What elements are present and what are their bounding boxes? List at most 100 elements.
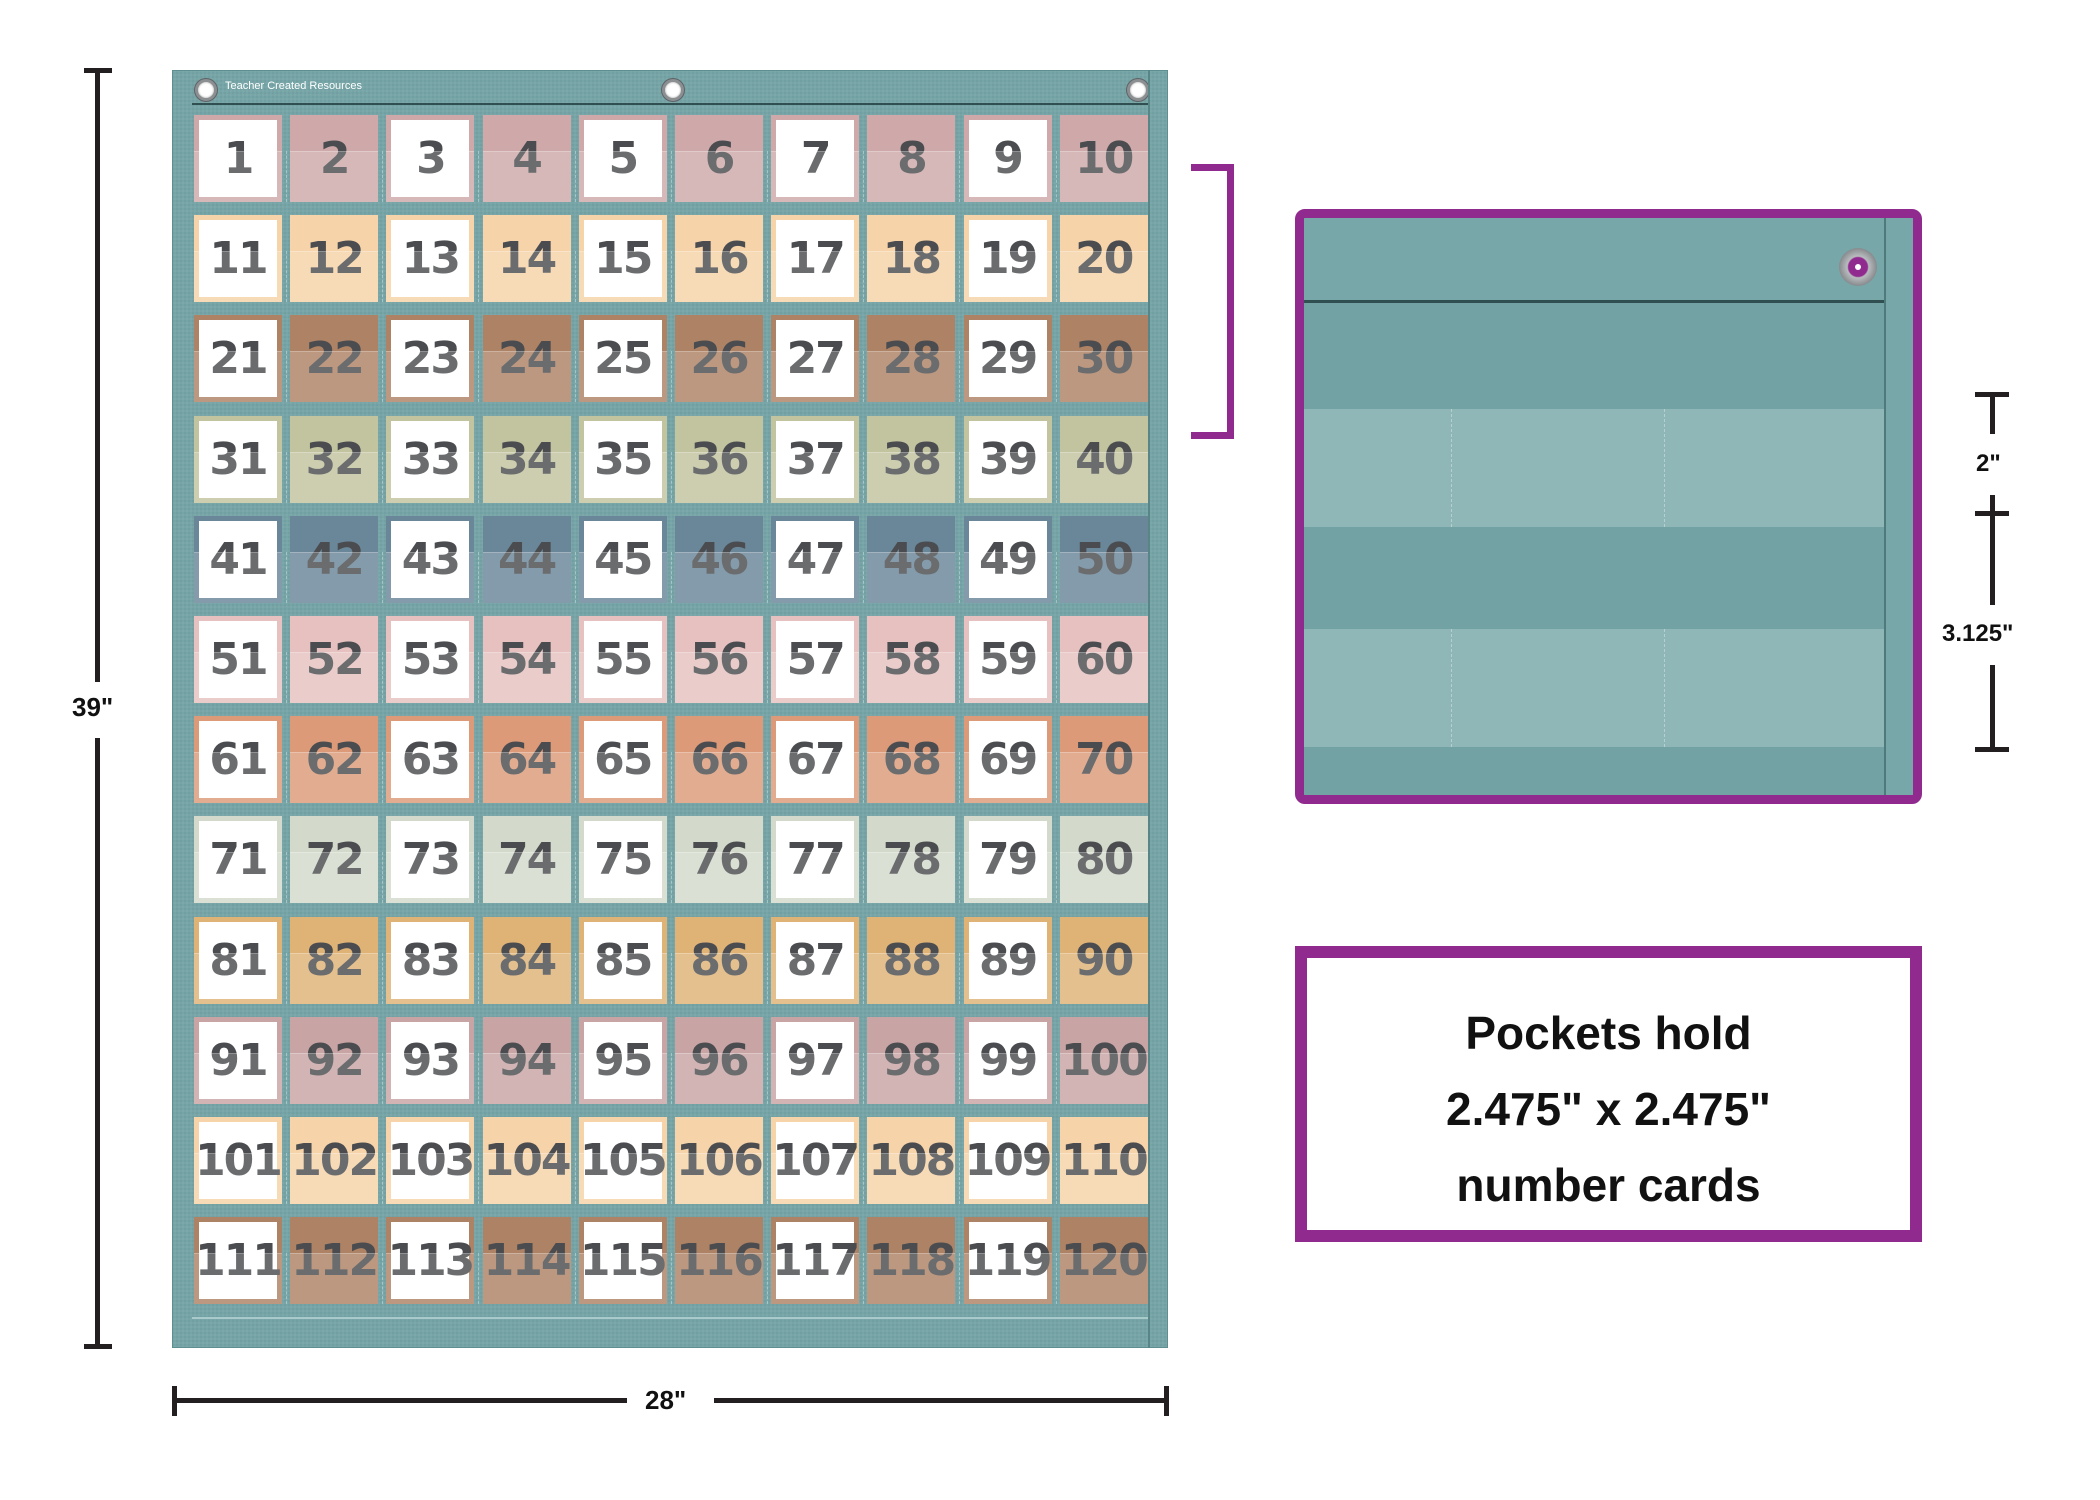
- detail-bracket: [1191, 164, 1234, 439]
- pocket-overlay: [194, 952, 282, 1004]
- card-number: 46: [690, 533, 749, 585]
- card-number: 78: [882, 834, 942, 886]
- stitch-line: [1451, 409, 1452, 527]
- white-card-face: [199, 1222, 277, 1300]
- white-card-face: [391, 721, 470, 799]
- stitch-line: [767, 151, 768, 202]
- number-card: 119: [963, 1217, 1053, 1305]
- number-card: 57: [771, 616, 860, 703]
- width-label: 28": [645, 1385, 687, 1415]
- card-number: 59: [978, 634, 1038, 685]
- stitch-line: [863, 551, 865, 603]
- stitch-line: [959, 652, 961, 703]
- number-card: 105: [578, 1117, 668, 1204]
- height-ruler-line-upper: [95, 70, 100, 682]
- pocket-overlay: [290, 1153, 379, 1204]
- pocket-ruler-line-1: [1990, 394, 1995, 434]
- card-number: 103: [387, 1135, 475, 1186]
- pocket-overlay: [771, 1253, 860, 1305]
- card-number: 89: [978, 934, 1038, 986]
- stitch-line: [767, 351, 768, 403]
- number-card: 69: [963, 716, 1052, 804]
- number-card: 11: [194, 215, 282, 303]
- pocket-detail-view: [1295, 209, 1922, 804]
- pocket-overlay: [675, 1052, 763, 1104]
- number-card: 96: [675, 1016, 763, 1104]
- stitch-line: [286, 351, 287, 403]
- stitch-line: [574, 952, 576, 1004]
- height-ruler-bottom-cap: [84, 1344, 112, 1349]
- pocket-overlay: [867, 451, 956, 503]
- pocket-overlay: [578, 652, 667, 703]
- pocket-overlay: [675, 952, 763, 1004]
- pocket-overlay: [482, 652, 571, 703]
- number-card: 72: [290, 816, 379, 904]
- card-number: 105: [579, 1135, 668, 1186]
- number-card: 66: [675, 716, 763, 804]
- number-card: 70: [1059, 716, 1148, 804]
- card-number: 76: [690, 834, 749, 886]
- pocket-spacing-label: 2": [1976, 450, 2001, 477]
- card-number: 113: [387, 1235, 475, 1287]
- number-card: 48: [867, 515, 956, 603]
- white-card-face: [199, 921, 277, 999]
- card-number: 110: [1060, 1135, 1149, 1186]
- card-number: 87: [786, 934, 846, 986]
- card-number: 27: [786, 333, 846, 385]
- card-number: 117: [772, 1235, 860, 1287]
- white-card-face: [199, 420, 277, 498]
- stitch-line: [286, 652, 287, 703]
- white-card-face: [199, 220, 277, 298]
- white-card-face: [199, 821, 277, 899]
- card-number: 108: [868, 1135, 956, 1186]
- card-number: 101: [195, 1135, 283, 1186]
- number-card: 104: [482, 1117, 572, 1204]
- pocket-overlay: [194, 451, 282, 503]
- number-card: 116: [675, 1217, 764, 1305]
- number-card: 6: [675, 115, 763, 202]
- pocket-height-label: 3.125": [1942, 620, 2014, 647]
- stitch-line: [1055, 952, 1057, 1004]
- card-number: 99: [978, 1034, 1038, 1086]
- card-number: 24: [497, 333, 557, 385]
- number-card: 101: [194, 1117, 283, 1204]
- pocket-overlay: [1059, 251, 1148, 303]
- card-number: 22: [305, 333, 365, 385]
- card-number: 96: [690, 1034, 749, 1086]
- card-number: 62: [305, 734, 365, 786]
- number-card: 3: [386, 115, 475, 202]
- number-card: 24: [482, 315, 571, 403]
- pocket-overlay: [482, 151, 571, 202]
- stitch-line: [959, 752, 961, 804]
- pocket-overlay: [386, 652, 475, 703]
- info-line-3: number cards: [1456, 1159, 1761, 1211]
- pocket-overlay: [482, 1153, 571, 1204]
- stitch-line: [767, 1153, 768, 1204]
- pocket-overlay: [963, 451, 1052, 503]
- stitch-line: [478, 1253, 480, 1305]
- number-card: 85: [578, 916, 667, 1004]
- stitch-line: [863, 852, 865, 904]
- stitch-line: [767, 852, 768, 904]
- header-seam: [192, 103, 1150, 105]
- pocket-overlay: [675, 251, 763, 303]
- white-card-face: [199, 1021, 277, 1099]
- stitch-line: [382, 551, 384, 603]
- stitch-line: [1664, 409, 1665, 527]
- card-number: 1: [223, 133, 255, 184]
- stitch-line: [1664, 629, 1665, 747]
- pocket-ruler-line-2: [1990, 495, 1995, 605]
- card-number: 106: [676, 1135, 764, 1186]
- white-card-face: [968, 721, 1047, 799]
- pocket-overlay: [194, 1052, 282, 1104]
- pocket-ruler-line-3: [1990, 665, 1995, 749]
- pocket-overlay: [194, 1153, 282, 1204]
- white-card-face: [583, 320, 662, 398]
- white-card-face: [391, 1222, 470, 1300]
- number-card: 28: [867, 315, 956, 403]
- white-card-face: [391, 420, 470, 498]
- pocket-overlay: [963, 1052, 1052, 1104]
- pocket-overlay: [771, 852, 860, 904]
- card-number: 23: [401, 333, 461, 385]
- stitch-line: [959, 1253, 961, 1305]
